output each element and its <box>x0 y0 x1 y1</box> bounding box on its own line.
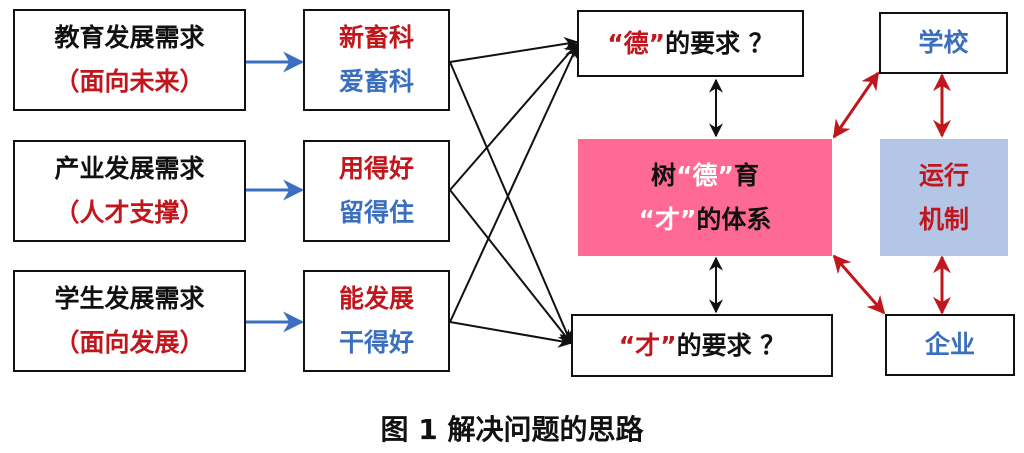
center-line-2: “才” 的体系 <box>639 198 772 242</box>
school-label: 学校 <box>918 28 969 58</box>
mechanism-line-2: 机制 <box>918 204 969 234</box>
goal-box-1: 新畜科 爱畜科 <box>303 9 450 111</box>
mechanism-line-1: 运行 <box>918 160 969 190</box>
arrow-goal3-cai <box>449 321 573 348</box>
center-quote-cai: “才” <box>638 204 697 234</box>
center-line-1: 树 “德” 育 <box>651 154 759 198</box>
enterprise-box: 企业 <box>885 314 1015 376</box>
arrow-goal1-de <box>449 37 579 63</box>
de-quote: “德” <box>607 28 666 58</box>
need-subtitle: （面向未来） <box>54 67 205 96</box>
need-subtitle: （人才支撑） <box>54 198 205 227</box>
mechanism-box: 运行 机制 <box>880 139 1008 256</box>
center-text: 育 <box>733 160 759 190</box>
need-box-industry: 产业发展需求 （人才支撑） <box>13 140 246 242</box>
school-box: 学校 <box>879 12 1008 74</box>
arrow-center-enterprise <box>832 254 886 315</box>
figure-caption: 图 1 解决问题的思路 <box>380 413 644 446</box>
goal-box-3: 能发展 干得好 <box>303 270 450 372</box>
arrow-goal3-de <box>449 44 579 323</box>
cai-quote: “才” <box>618 330 677 360</box>
center-system-box: 树 “德” 育 “才” 的体系 <box>578 139 832 256</box>
need-box-education: 教育发展需求 （面向未来） <box>13 9 246 111</box>
arrow-goal2-de <box>449 42 578 191</box>
need-title: 产业发展需求 <box>54 154 205 184</box>
goal-box-2: 用得好 留得住 <box>303 140 450 242</box>
center-text: 的体系 <box>696 204 772 234</box>
arrow-goal2-cai <box>449 189 572 345</box>
de-requirement-text: 的要求 ？ <box>665 28 774 58</box>
goal-red-text: 能发展 <box>338 284 414 314</box>
arrow-school-center <box>832 71 880 139</box>
arrow-goal1-cai <box>449 61 573 345</box>
need-box-student: 学生发展需求 （面向发展） <box>13 270 246 372</box>
goal-red-text: 新畜科 <box>338 23 414 53</box>
goal-red-text: 用得好 <box>338 154 414 184</box>
enterprise-label: 企业 <box>924 330 975 360</box>
goal-blue-text: 干得好 <box>338 328 414 357</box>
cai-requirement-text: 的要求 ？ <box>676 330 786 360</box>
goal-blue-text: 爱畜科 <box>338 67 414 96</box>
center-text: 树 <box>651 160 677 190</box>
center-quote-de: “德” <box>676 160 734 190</box>
cai-requirement-box: “才” 的要求 ？ <box>571 314 833 377</box>
need-title: 教育发展需求 <box>54 23 205 53</box>
de-requirement-box: “德” 的要求 ？ <box>577 10 804 77</box>
goal-blue-text: 留得住 <box>338 198 414 227</box>
need-subtitle: （面向发展） <box>54 328 205 357</box>
need-title: 学生发展需求 <box>54 284 205 314</box>
